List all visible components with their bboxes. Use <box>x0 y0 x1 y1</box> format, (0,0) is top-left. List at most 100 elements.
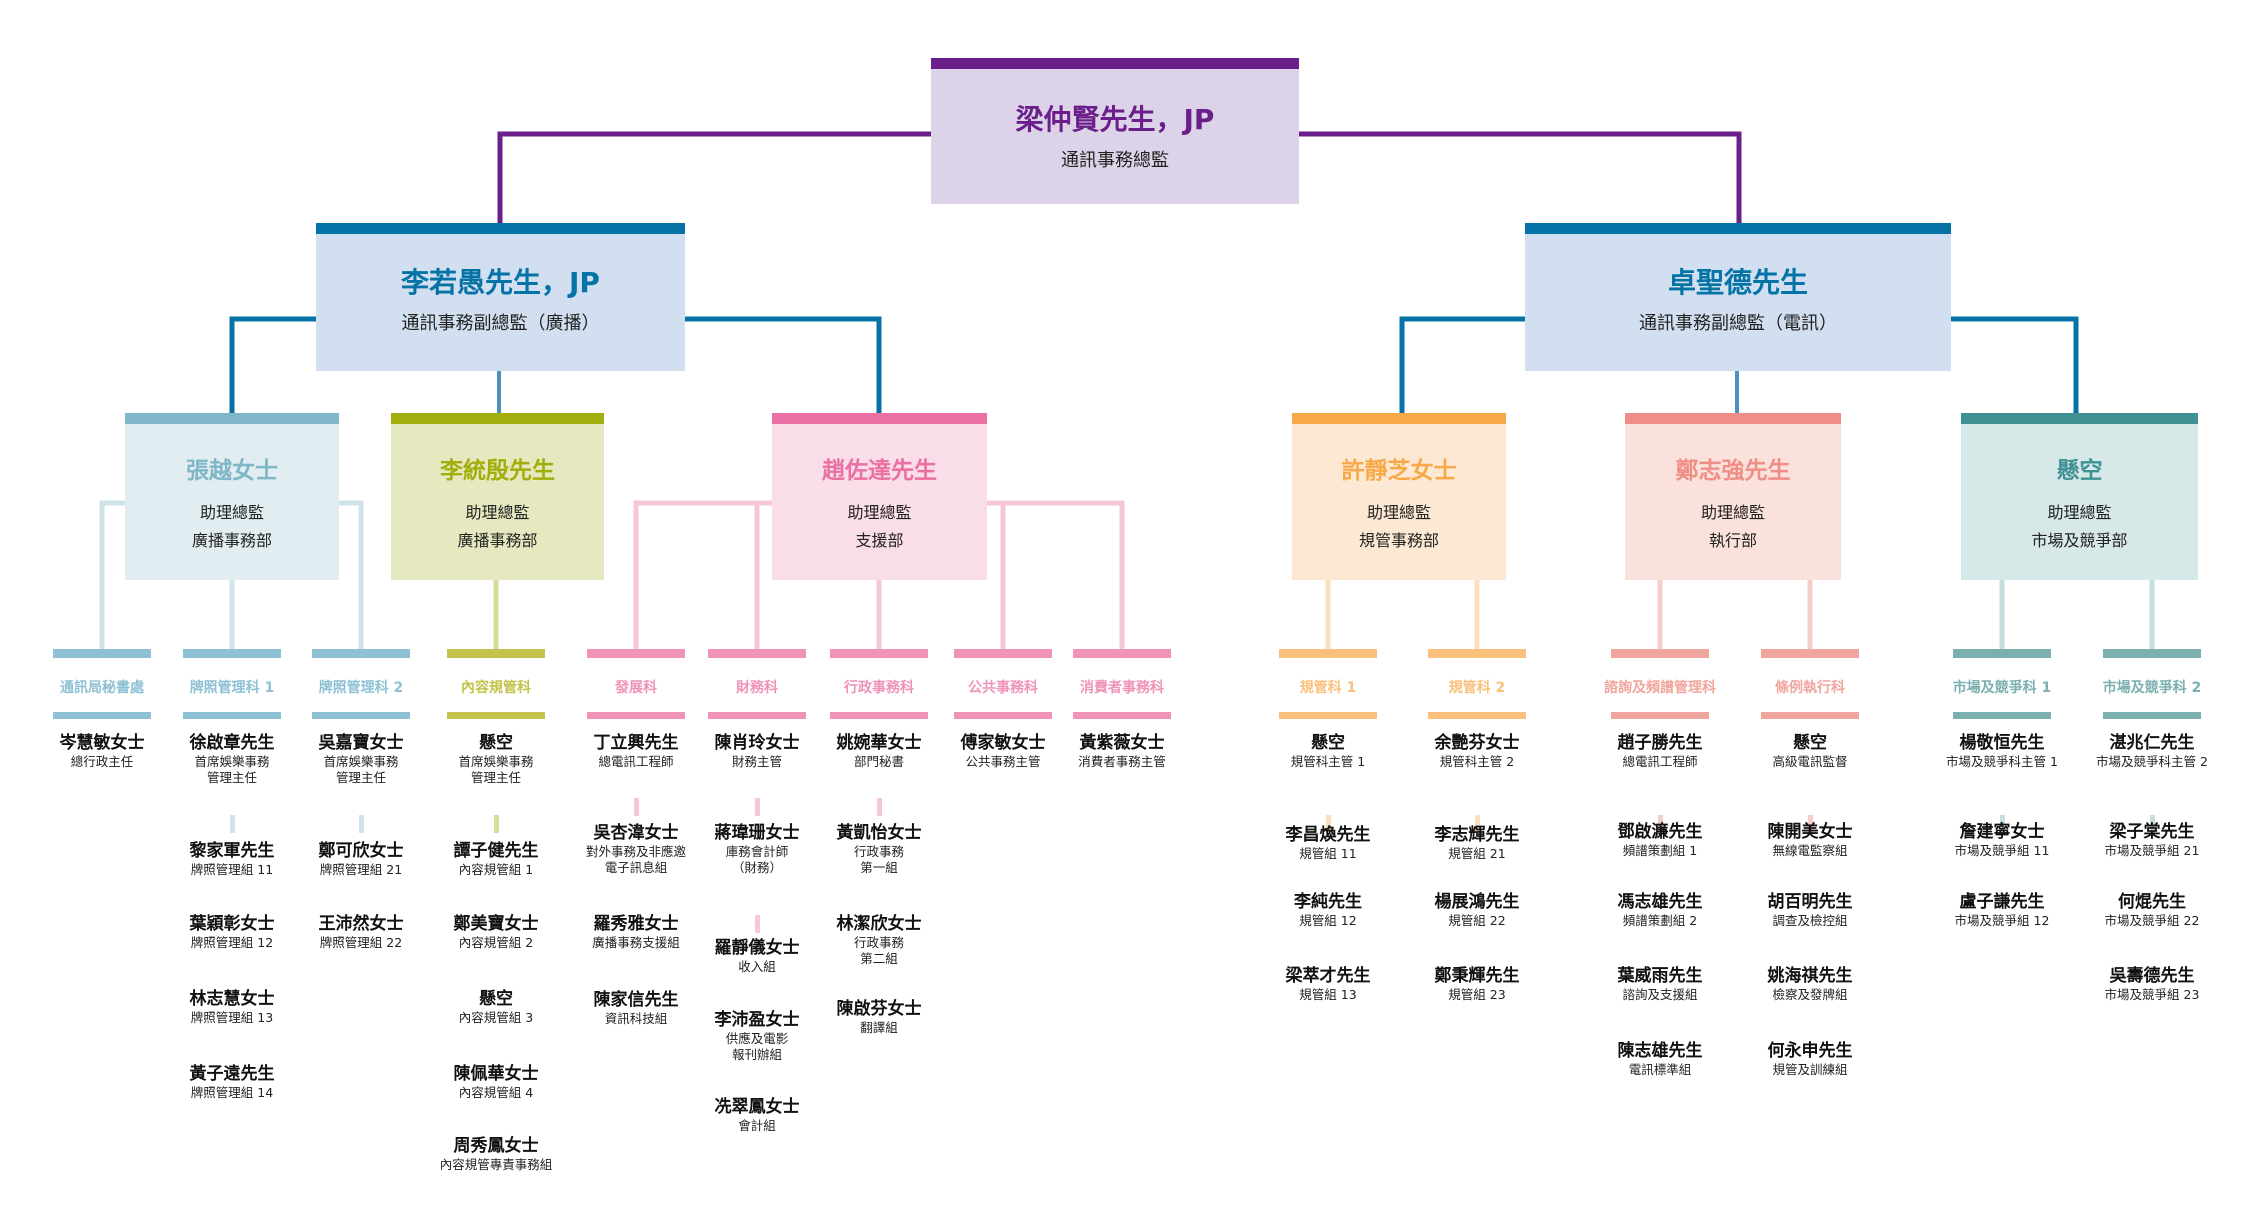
staff-member: 陳肖玲女士財務主管 <box>677 732 837 770</box>
section-bottom-bar <box>53 712 151 719</box>
deputy-box-bar <box>316 223 685 234</box>
staff-member: 李沛盈女士供應及電影 報刊辦組 <box>677 1009 837 1063</box>
section-top-bar <box>1279 649 1377 658</box>
staff-member: 詹建寧女士市場及競爭組 11 <box>1922 821 2082 859</box>
assistant-box-role: 助理總監 <box>1366 503 1431 522</box>
staff-member: 楊展鴻先生規管組 22 <box>1397 891 1557 929</box>
assistant-box-role: 助理總監 <box>2047 503 2112 522</box>
staff-title: 部門秘書 <box>853 754 904 769</box>
assistant-box-dept: 市場及競爭部 <box>2031 531 2128 550</box>
staff-title: 牌照管理組 21 <box>319 862 403 877</box>
section-top-bar <box>312 649 410 658</box>
section-bottom-bar <box>954 712 1052 719</box>
section-label: 牌照管理科 1 <box>189 680 275 696</box>
staff-member: 鄭美寶女士內容規管組 2 <box>416 913 576 951</box>
staff-title: 諮詢及支援組 <box>1622 987 1698 1002</box>
staff-name: 羅秀雅女士 <box>593 914 679 934</box>
staff-member: 吳壽德先生市場及競爭組 23 <box>2072 965 2232 1003</box>
assistant-box-dept: 規管事務部 <box>1358 531 1439 550</box>
staff-member: 蔣瑋珊女士庫務會計師 （財務） <box>677 822 837 876</box>
staff-name: 譚子健先生 <box>453 841 539 861</box>
staff-name: 姚海祺先生 <box>1767 966 1853 986</box>
staff-name: 陳家信先生 <box>593 990 679 1010</box>
staff-member: 葉穎彰女士牌照管理組 12 <box>152 913 312 951</box>
staff-title: 公共事務主管 <box>965 754 1041 769</box>
staff-name: 鄭秉輝先生 <box>1434 966 1520 986</box>
staff-title: 規管科主管 1 <box>1290 754 1366 769</box>
staff-member: 陳佩華女士內容規管組 4 <box>416 1063 576 1101</box>
assistant-box-bar <box>1625 413 1841 424</box>
staff-member: 梁子棠先生市場及競爭組 21 <box>2072 821 2232 859</box>
deputy-box-title: 通訊事務副總監（電訊） <box>1639 313 1837 334</box>
assistant-box-name: 趙佐達先生 <box>822 458 937 484</box>
connector-tick <box>494 815 499 833</box>
section-label: 條例執行科 <box>1775 680 1845 696</box>
section-bottom-bar <box>1953 712 2051 719</box>
staff-title: 行政事務 第二組 <box>853 935 904 966</box>
section-top-bar <box>1611 649 1709 658</box>
assistant-box: 張越女士助理總監廣播事務部 <box>125 413 339 580</box>
staff-name: 陳佩華女士 <box>453 1064 539 1084</box>
section-label: 財務科 <box>736 680 778 696</box>
staff-title: 規管組 21 <box>1448 846 1506 861</box>
section-top-bar <box>1761 649 1859 658</box>
staff-name: 鄧啟濂先生 <box>1617 822 1703 842</box>
connector-tick <box>1658 815 1663 833</box>
assistant-branch-line <box>633 500 772 649</box>
section-bottom-bar <box>447 712 545 719</box>
assistant-box-role: 助理總監 <box>847 503 912 522</box>
staff-title: 首席娛樂事務 管理主任 <box>323 754 399 785</box>
staff-title: 內容規管組 3 <box>458 1010 534 1025</box>
staff-name: 林志慧女士 <box>189 989 275 1009</box>
staff-name: 趙子勝先生 <box>1617 733 1703 753</box>
staff-title: 牌照管理組 13 <box>190 1010 274 1025</box>
staff-title: 行政事務 第一組 <box>853 844 904 875</box>
connector-tick <box>230 815 235 833</box>
staff-name: 林潔欣女士 <box>836 914 922 934</box>
assistant-box: 懸空助理總監市場及競爭部 <box>1961 413 2198 580</box>
section-top-bar <box>183 649 281 658</box>
deputy-line <box>1399 316 1525 413</box>
staff-title: 市場及競爭科主管 2 <box>2096 754 2208 769</box>
staff-title: 牌照管理組 12 <box>190 935 274 950</box>
assistant-box-role: 助理總監 <box>465 503 530 522</box>
assistant-box-role: 助理總監 <box>199 503 264 522</box>
connector-tick <box>877 798 882 816</box>
deputy-line <box>229 316 316 413</box>
staff-member: 湛兆仁先生市場及競爭科主管 2 <box>2072 732 2232 770</box>
section-top-bar <box>2103 649 2201 658</box>
section-top-bar <box>708 649 806 658</box>
section-bottom-bar <box>830 712 928 719</box>
staff-member: 懸空首席娛樂事務 管理主任 <box>416 732 576 786</box>
staff-member: 李志輝先生規管組 21 <box>1397 824 1557 862</box>
staff-title: 規管組 22 <box>1448 913 1506 928</box>
staff-name: 黎家軍先生 <box>189 841 275 861</box>
assistant-box-name: 懸空 <box>2056 458 2103 484</box>
staff-name: 姚婉華女士 <box>836 733 922 753</box>
staff-name: 余艷芬女士 <box>1434 733 1520 753</box>
assistant-box-name: 鄭志強先生 <box>1675 458 1791 484</box>
section-bottom-bar <box>1073 712 1171 719</box>
assistant-branch-line <box>99 500 125 649</box>
connector-tick <box>359 815 364 833</box>
assistant-branch-line <box>339 500 364 649</box>
assistant-box: 鄭志強先生助理總監執行部 <box>1625 413 1841 580</box>
staff-title: 會計組 <box>738 1118 776 1133</box>
staff-member: 羅靜儀女士收入組 <box>677 937 837 975</box>
connector-tick <box>634 798 639 816</box>
section-bottom-bar <box>587 712 685 719</box>
staff-title: 規管組 23 <box>1448 987 1506 1002</box>
staff-name: 楊展鴻先生 <box>1434 892 1520 912</box>
staff-name: 鄭美寶女士 <box>453 914 539 934</box>
connector-tick <box>1326 815 1331 833</box>
connector-tick <box>755 798 760 816</box>
staff-name: 吳嘉寶女士 <box>318 733 404 753</box>
staff-title: 市場及競爭組 12 <box>1954 913 2050 928</box>
staff-member: 葉威雨先生諮詢及支援組 <box>1580 965 1740 1003</box>
staff-member: 王沛然女士牌照管理組 22 <box>281 913 441 951</box>
section-bottom-bar <box>1279 712 1377 719</box>
section-top-bar <box>830 649 928 658</box>
deputy-box-title: 通訊事務副總監（廣播） <box>401 313 600 334</box>
connector-tick <box>755 915 760 933</box>
assistant-box-role: 助理總監 <box>1700 503 1765 522</box>
